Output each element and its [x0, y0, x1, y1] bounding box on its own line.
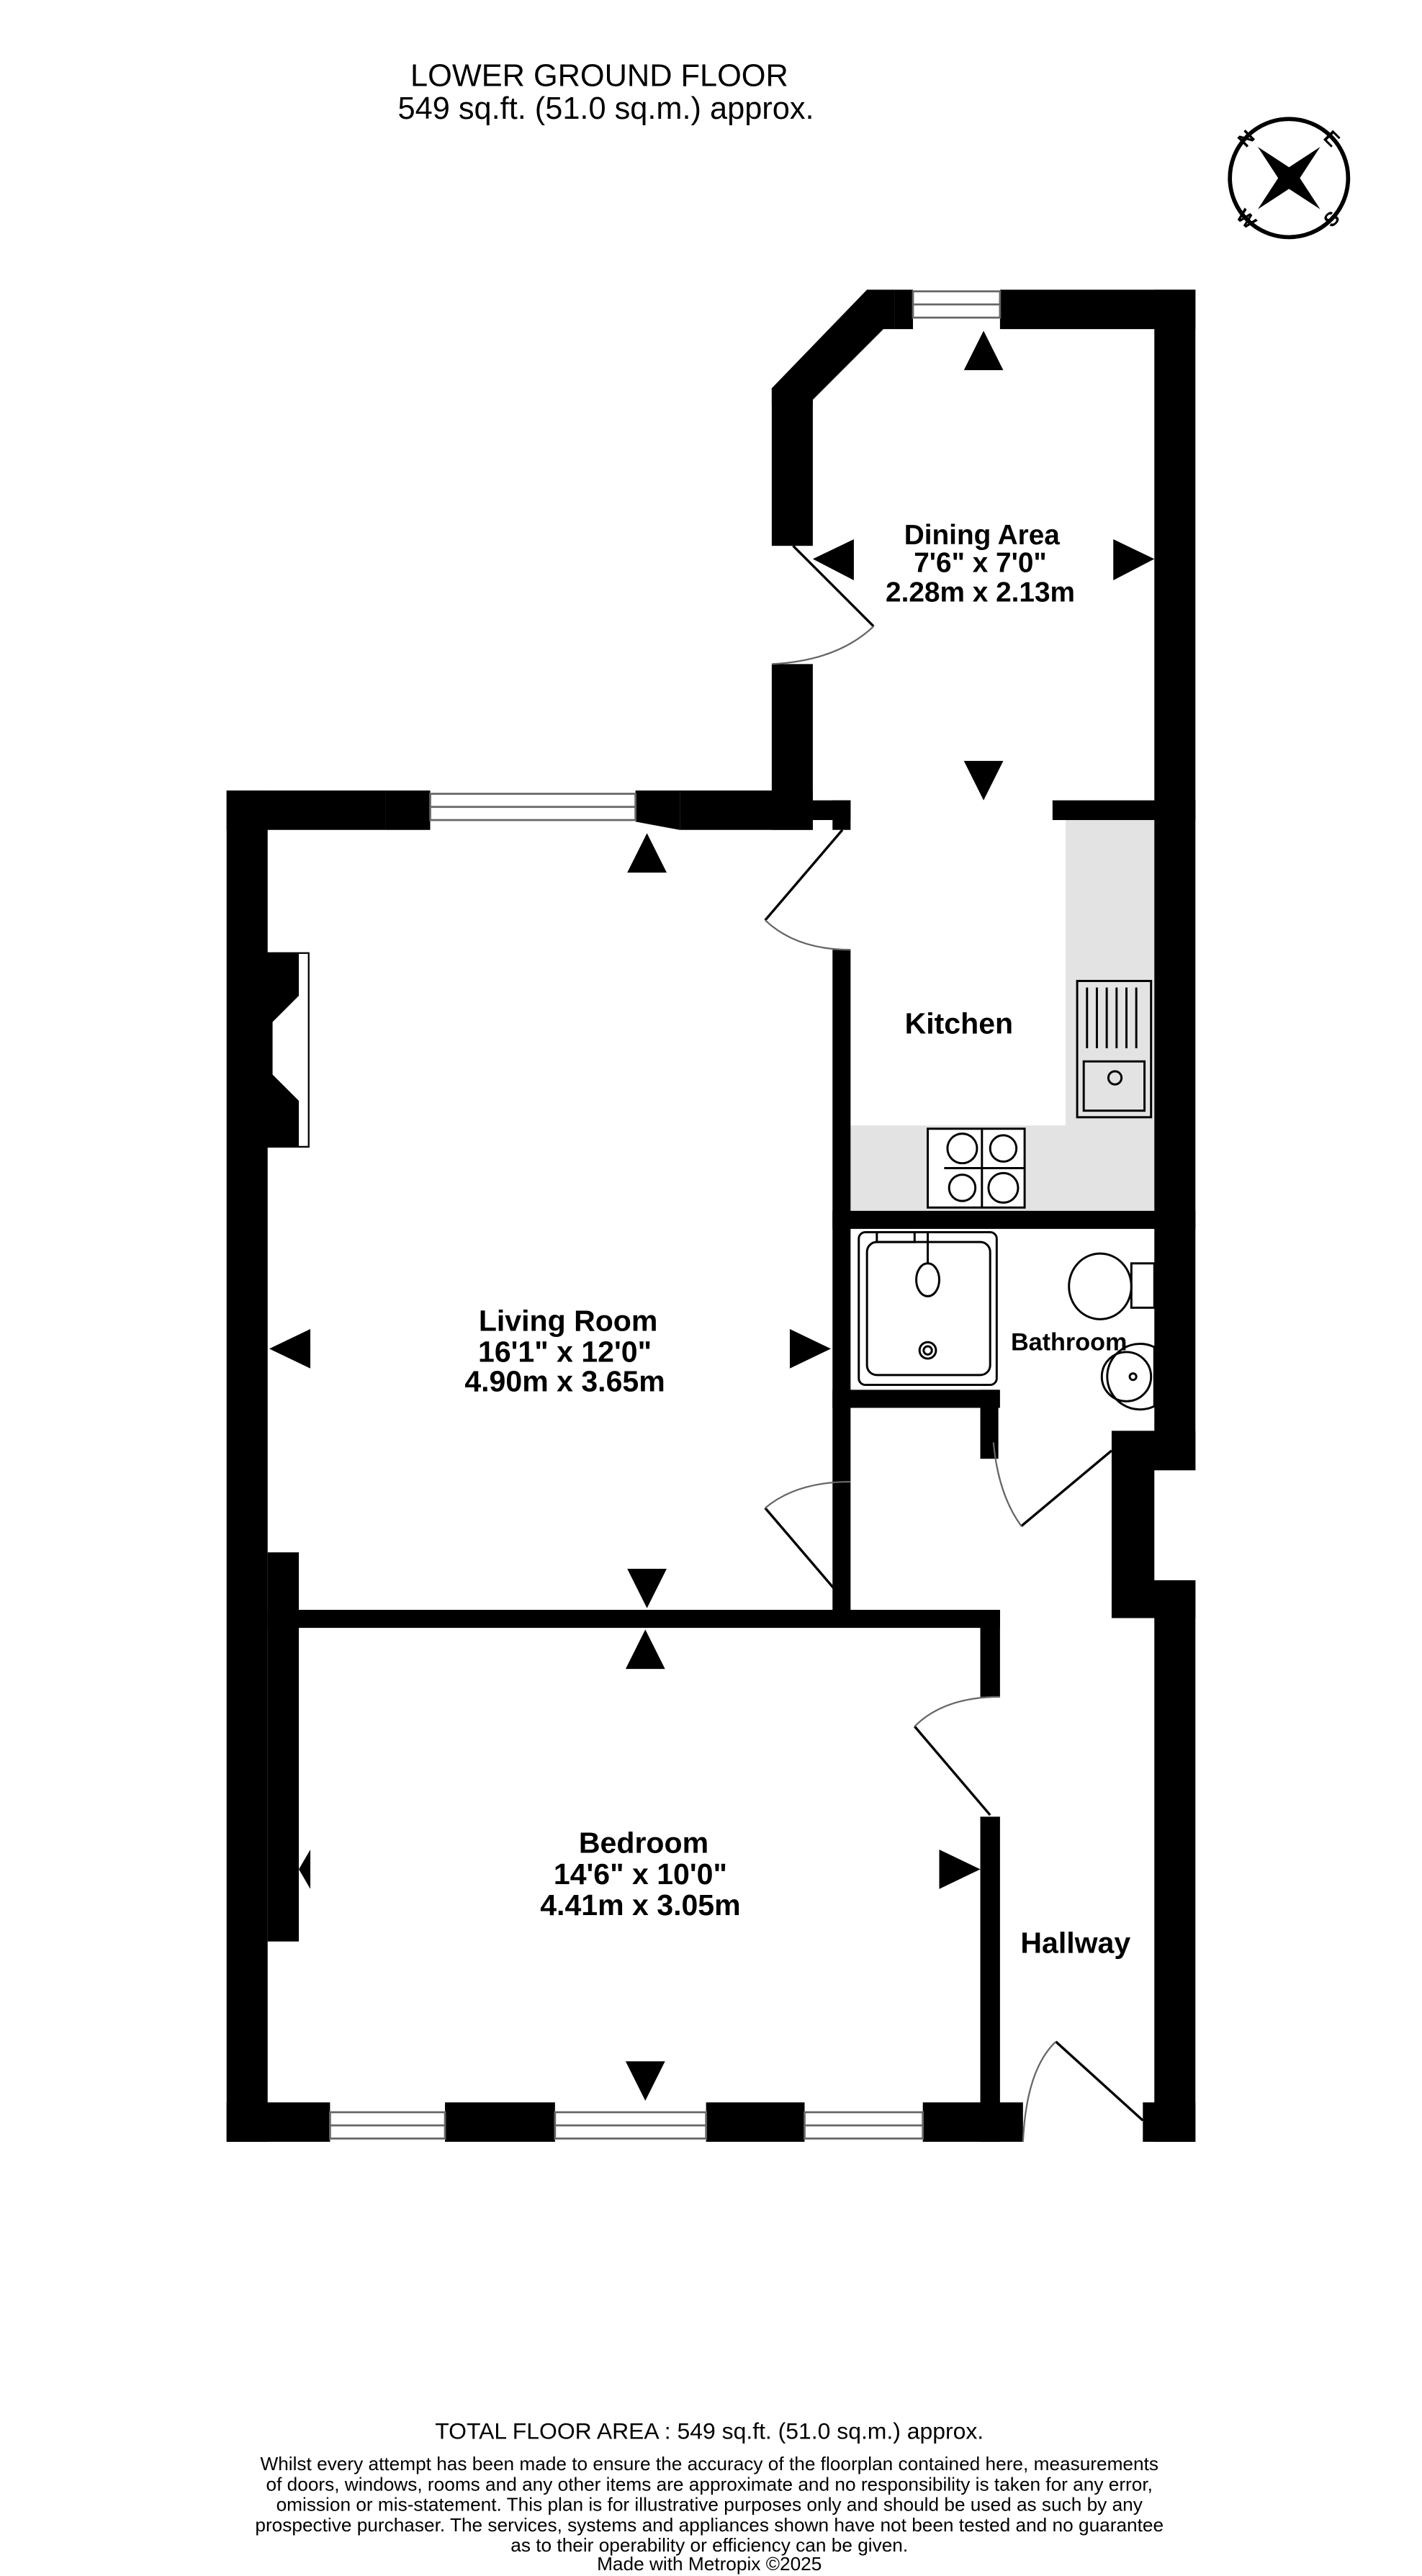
room-name: Dining Area	[904, 520, 1061, 551]
disclaimer-line: of doors, windows, rooms and any other i…	[266, 2473, 1153, 2495]
disclaimer-line: as to their operability or efficiency ca…	[510, 2534, 908, 2556]
room-metric: 4.90m x 3.65m	[464, 1365, 665, 1398]
shower-icon	[858, 1230, 998, 1387]
disclaimer-line: Whilst every attempt has been made to en…	[260, 2453, 1158, 2474]
room-dining-area: Dining Area 7'6" x 7'0" 2.28m x 2.13m	[886, 520, 1075, 608]
room-living-room: Living Room 16'1" x 12'0" 4.90m x 3.65m	[464, 1304, 665, 1397]
room-metric: 2.28m x 2.13m	[886, 577, 1075, 608]
room-kitchen: Kitchen	[905, 1007, 1014, 1040]
kitchen-sink-icon	[1076, 980, 1153, 1119]
doors	[764, 544, 1144, 2142]
room-imperial: 7'6" x 7'0"	[914, 548, 1047, 579]
hob-icon	[927, 1127, 1026, 1209]
room-name: Bedroom	[579, 1827, 708, 1860]
windows	[329, 290, 1002, 2140]
disclaimer: Whilst every attempt has been made to en…	[255, 2453, 1164, 2556]
room-bathroom: Bathroom	[1011, 1329, 1127, 1356]
basin-icon	[1100, 1343, 1156, 1411]
floor-area: 549 sq.ft. (51.0 sq.m.) approx.	[398, 91, 814, 126]
dimension-arrows	[269, 330, 1155, 2101]
fireplace	[266, 952, 310, 1148]
room-imperial: 14'6" x 10'0"	[554, 1857, 727, 1891]
disclaimer-line: omission or mis-statement. This plan is …	[276, 2494, 1143, 2516]
room-hallway: Hallway	[1020, 1927, 1130, 1960]
compass-icon: N E S W	[1228, 117, 1351, 240]
credit: Made with Metropix ©2025	[597, 2553, 822, 2575]
floor-name: LOWER GROUND FLOOR	[410, 59, 788, 94]
disclaimer-line: prospective purchaser. The services, sys…	[255, 2514, 1164, 2536]
room-imperial: 16'1" x 12'0"	[478, 1336, 652, 1369]
walls	[226, 289, 1196, 2142]
room-name: Living Room	[479, 1304, 658, 1337]
room-bedroom: Bedroom 14'6" x 10'0" 4.41m x 3.05m	[540, 1827, 740, 1922]
total-floor-area: TOTAL FLOOR AREA : 549 sq.ft. (51.0 sq.m…	[435, 2418, 984, 2444]
toilet-icon	[1068, 1252, 1156, 1320]
room-metric: 4.41m x 3.05m	[540, 1888, 740, 1922]
